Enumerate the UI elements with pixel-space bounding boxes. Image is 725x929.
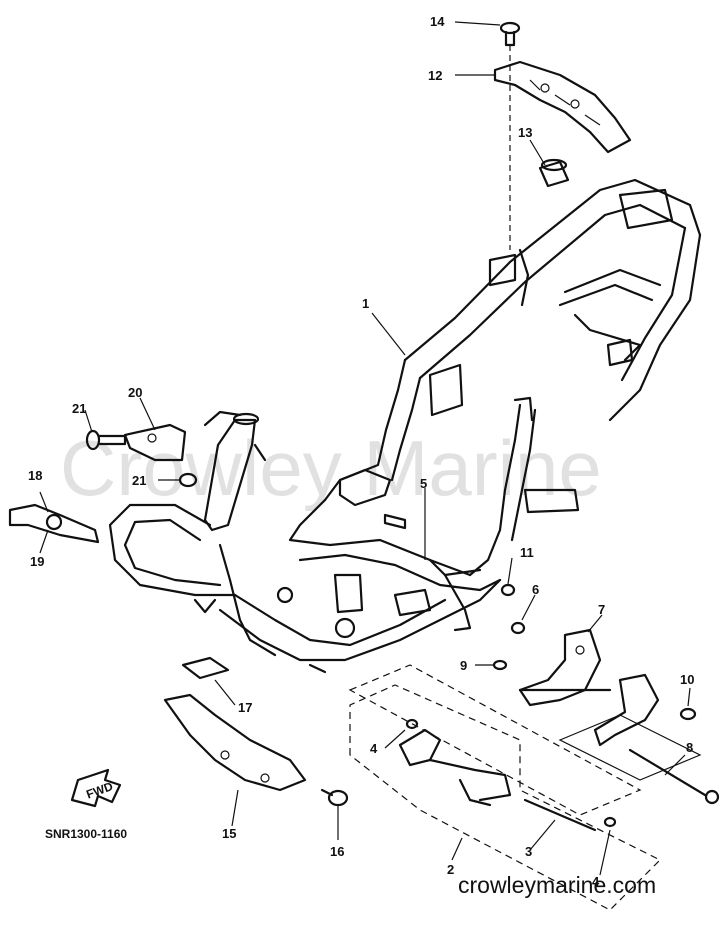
callout-12: 12 (428, 68, 442, 83)
callout-5: 5 (420, 476, 427, 491)
callout-18: 18 (28, 468, 42, 483)
callout-9: 9 (460, 658, 467, 673)
callout-8: 8 (686, 740, 693, 755)
watermark: Crowley Marine (60, 424, 602, 512)
front-bracket (8, 503, 100, 544)
leader-lines (39, 21, 691, 876)
small-bracket (123, 423, 187, 462)
top-bolt (499, 21, 521, 47)
callout-20: 20 (128, 385, 142, 400)
footer-site-name: crowleymarine.com (458, 872, 657, 898)
stand-assembly-2 (398, 728, 512, 807)
callout-14: 14 (430, 14, 445, 29)
washer-9 (492, 659, 508, 671)
stand-group-box-c (558, 714, 702, 781)
rubber-mount (538, 158, 570, 188)
callout-6: 6 (532, 582, 539, 597)
shaft-3 (523, 798, 597, 832)
bolt-21a (85, 429, 127, 451)
nut-10 (679, 707, 697, 721)
bolt-5 (383, 513, 407, 530)
stand-bolt-8 (628, 748, 720, 805)
main-frame (108, 178, 702, 674)
side-stand-bracket (518, 628, 602, 707)
lower-cover (163, 693, 307, 792)
washer-4a (405, 718, 419, 730)
bolt-16 (320, 788, 349, 807)
stand-group-box-a (348, 664, 642, 816)
callout-7: 7 (598, 602, 605, 617)
callout-16: 16 (330, 844, 344, 859)
washer-4b (603, 816, 617, 828)
callout-11: 11 (520, 545, 534, 560)
main-stand (593, 673, 660, 747)
pad (181, 656, 230, 680)
callout-19: 19 (30, 554, 44, 569)
fwd-arrow: FWD (70, 768, 122, 808)
stand-group-box-b (349, 684, 662, 911)
callout-15: 15 (222, 826, 236, 841)
callout-10: 10 (680, 672, 694, 687)
callout-2: 2 (447, 862, 454, 877)
fwd-label: FWD (84, 779, 115, 802)
part-code: SNR1300-1160 (45, 827, 127, 841)
nut-6 (510, 621, 526, 635)
callout-21a: 21 (72, 401, 86, 416)
callout-3: 3 (525, 844, 532, 859)
nut-11 (500, 583, 516, 597)
callout-1: 1 (362, 296, 369, 311)
callout-13: 13 (518, 125, 532, 140)
callout-4b: 4 (592, 874, 600, 889)
callout-21b: 21 (132, 473, 146, 488)
callout-17: 17 (238, 700, 252, 715)
callout-4a: 4 (370, 741, 378, 756)
top-bracket (493, 60, 632, 154)
